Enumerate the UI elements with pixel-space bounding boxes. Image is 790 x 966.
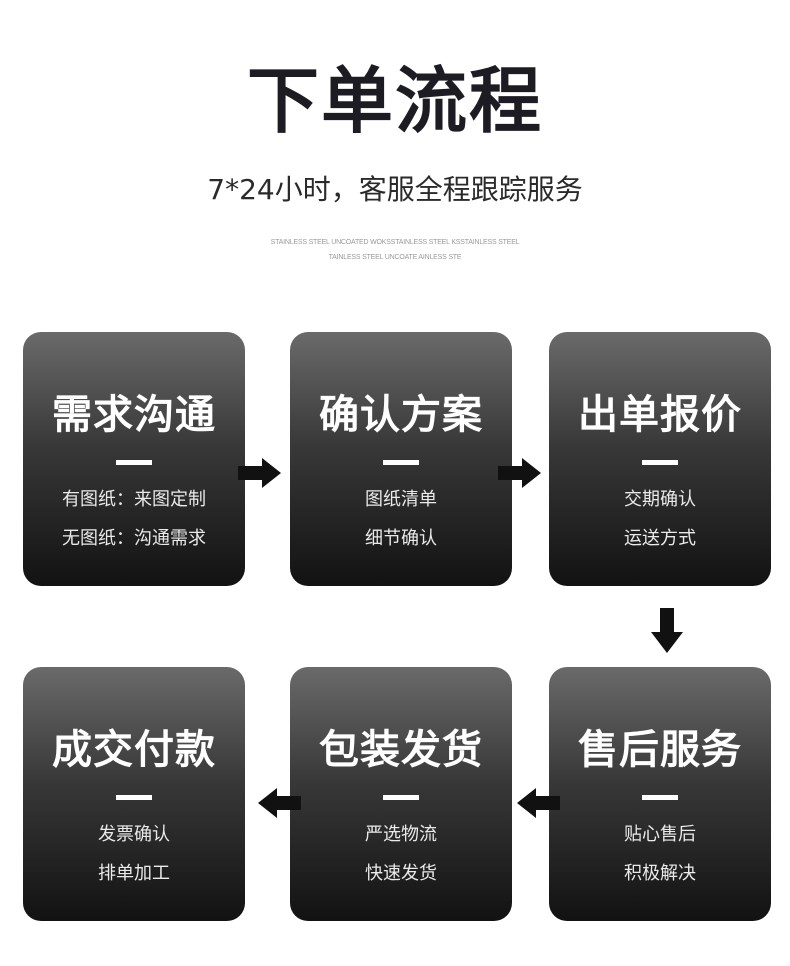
step-detail-line-2: 快速发货	[365, 863, 437, 884]
step-divider	[642, 460, 678, 465]
decorative-fine-text-1: STAINLESS STEEL UNCOATED WOKSSTAINLESS S…	[270, 239, 520, 246]
step-detail-line-1: 严选物流	[365, 824, 437, 845]
step-card-quotation: 出单报价 交期确认 运送方式	[549, 332, 771, 586]
arrow-left-icon	[258, 788, 302, 822]
arrow-down-icon	[650, 608, 684, 658]
step-card-requirements: 需求沟通 有图纸：来图定制 无图纸：沟通需求	[23, 332, 245, 586]
step-title: 需求沟通	[52, 392, 216, 438]
step-card-payment: 成交付款 发票确认 排单加工	[23, 667, 245, 921]
step-title: 出单报价	[578, 392, 742, 438]
step-title: 成交付款	[52, 727, 216, 773]
step-divider	[383, 795, 419, 800]
step-title: 包装发货	[319, 727, 483, 773]
page-subtitle: 7*24小时，客服全程跟踪服务	[207, 173, 583, 206]
step-card-shipping: 包装发货 严选物流 快速发货	[290, 667, 512, 921]
step-detail-line-1: 贴心售后	[624, 824, 696, 845]
step-detail-line-1: 有图纸：来图定制	[62, 489, 206, 510]
step-detail-line-2: 无图纸：沟通需求	[62, 528, 206, 549]
step-title: 售后服务	[578, 727, 742, 773]
step-title: 确认方案	[319, 392, 483, 438]
decorative-fine-text-2: TAINLESS STEEL UNCOATE AINLESS STE	[328, 254, 462, 261]
step-divider	[116, 460, 152, 465]
step-card-confirm-plan: 确认方案 图纸清单 细节确认	[290, 332, 512, 586]
step-detail-line-2: 积极解决	[624, 863, 696, 884]
step-divider	[642, 795, 678, 800]
page-title: 下单流程	[246, 59, 543, 143]
step-card-after-sales: 售后服务 贴心售后 积极解决	[549, 667, 771, 921]
step-detail-line-1: 交期确认	[624, 489, 696, 510]
arrow-left-icon	[517, 788, 561, 822]
step-divider	[383, 460, 419, 465]
step-detail-line-2: 细节确认	[365, 528, 437, 549]
step-divider	[116, 795, 152, 800]
step-detail-line-2: 运送方式	[624, 528, 696, 549]
step-detail-line-1: 图纸清单	[365, 489, 437, 510]
step-detail-line-1: 发票确认	[98, 824, 170, 845]
arrow-right-icon	[238, 458, 282, 492]
step-detail-line-2: 排单加工	[98, 863, 170, 884]
arrow-right-icon	[498, 458, 542, 492]
